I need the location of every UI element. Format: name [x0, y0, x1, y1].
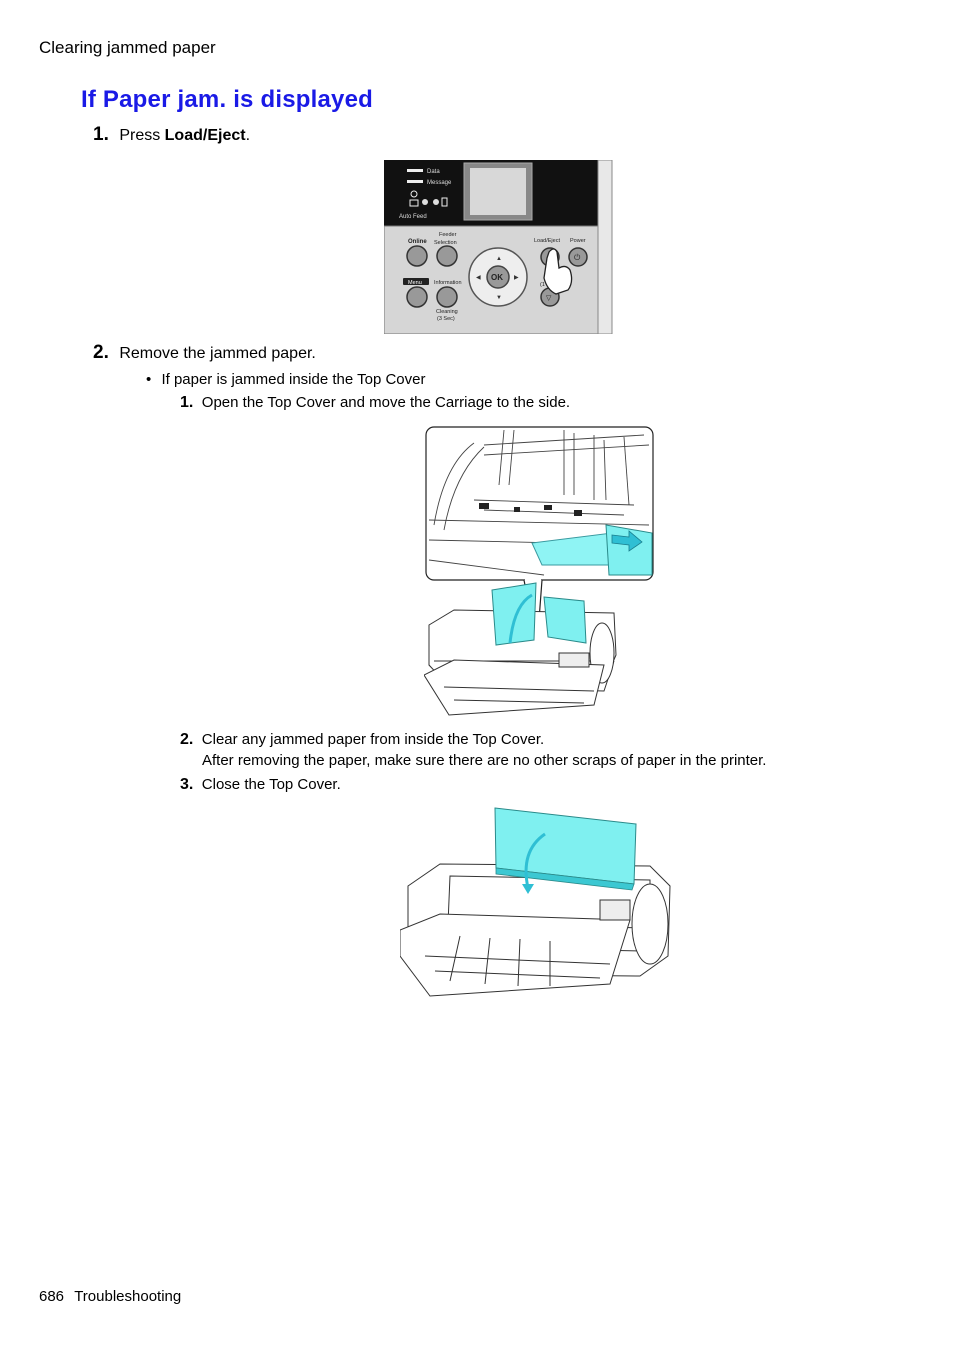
step-number: 1. [93, 124, 109, 145]
svg-text:⏻: ⏻ [574, 253, 581, 262]
bullet-text: If paper is jammed inside the Top Cover [161, 371, 426, 388]
load-eject-label: Load/Eject [164, 127, 246, 144]
svg-text:Cleaning: Cleaning [436, 309, 458, 315]
substep-number: 2. [180, 731, 194, 748]
substep-2-note: After removing the paper, make sure ther… [202, 752, 767, 769]
svg-text:OK: OK [491, 273, 503, 282]
svg-text:Online: Online [408, 239, 427, 245]
bullet-mark: • [146, 371, 152, 388]
substep-3: 3. Close the Top Cover. [180, 776, 341, 794]
information-button[interactable] [436, 286, 458, 308]
substep-text: Open the Top Cover and move the Carriage… [201, 394, 571, 411]
move-arrow-icon [611, 530, 643, 552]
section-header: Clearing jammed paper [39, 38, 216, 57]
svg-text:(3 Sec): (3 Sec) [437, 316, 455, 322]
step-number: 2. [93, 342, 109, 363]
svg-text:▼: ▼ [496, 295, 502, 301]
step-2: 2. Remove the jammed paper. [93, 342, 316, 364]
page-title: If Paper jam. is displayed [81, 86, 373, 113]
svg-text:Menu: Menu [408, 280, 422, 286]
ok-button[interactable] [486, 265, 510, 289]
open-arrow-icon [508, 593, 533, 644]
step-text: Press Load/Eject. [119, 127, 251, 144]
svg-text:▲: ▲ [496, 256, 502, 262]
close-arrow-icon [524, 832, 546, 889]
svg-text:Information: Information [434, 280, 462, 286]
svg-text:(1 S: (1 S [540, 282, 550, 288]
page-footer: 686 Troubleshooting [39, 1288, 181, 1305]
feeder-selection-button[interactable] [436, 245, 458, 267]
substep-number: 1. [180, 394, 194, 411]
substep-number: 3. [180, 776, 194, 793]
svg-text:Load/Eject: Load/Eject [534, 238, 560, 244]
svg-text:Data: Data [427, 169, 440, 175]
substep-1: 1. Open the Top Cover and move the Carri… [180, 394, 570, 412]
substep-text: Close the Top Cover. [201, 776, 341, 793]
printer-close-cover-illustration [400, 807, 671, 997]
menu-button[interactable] [406, 286, 428, 308]
control-panel-illustration: Data Message Auto Feed Online Feeder Sel… [384, 160, 613, 334]
svg-text:Auto Feed: Auto Feed [399, 214, 427, 220]
bullet-item: • If paper is jammed inside the Top Cove… [146, 371, 425, 388]
svg-text:Power: Power [570, 238, 586, 244]
svg-text:▶: ▶ [514, 275, 519, 281]
svg-text:Feeder: Feeder [439, 232, 457, 238]
power-button[interactable] [568, 247, 588, 267]
substep-2: 2. Clear any jammed paper from inside th… [180, 731, 544, 749]
online-button[interactable] [406, 245, 428, 267]
step-1: 1. Press Load/Eject. [93, 124, 250, 146]
svg-text:▽: ▽ [546, 295, 552, 302]
page-number: 686 [39, 1288, 65, 1305]
hand-pointer-icon [543, 248, 573, 295]
printer-open-cover-illustration [424, 426, 654, 716]
svg-text:Message: Message [427, 180, 452, 186]
svg-text:Selection: Selection [434, 240, 457, 246]
substep-text: Clear any jammed paper from inside the T… [201, 731, 545, 748]
footer-label: Troubleshooting [74, 1288, 182, 1305]
step-text: Remove the jammed paper. [119, 345, 316, 362]
svg-text:◀: ◀ [476, 275, 481, 281]
